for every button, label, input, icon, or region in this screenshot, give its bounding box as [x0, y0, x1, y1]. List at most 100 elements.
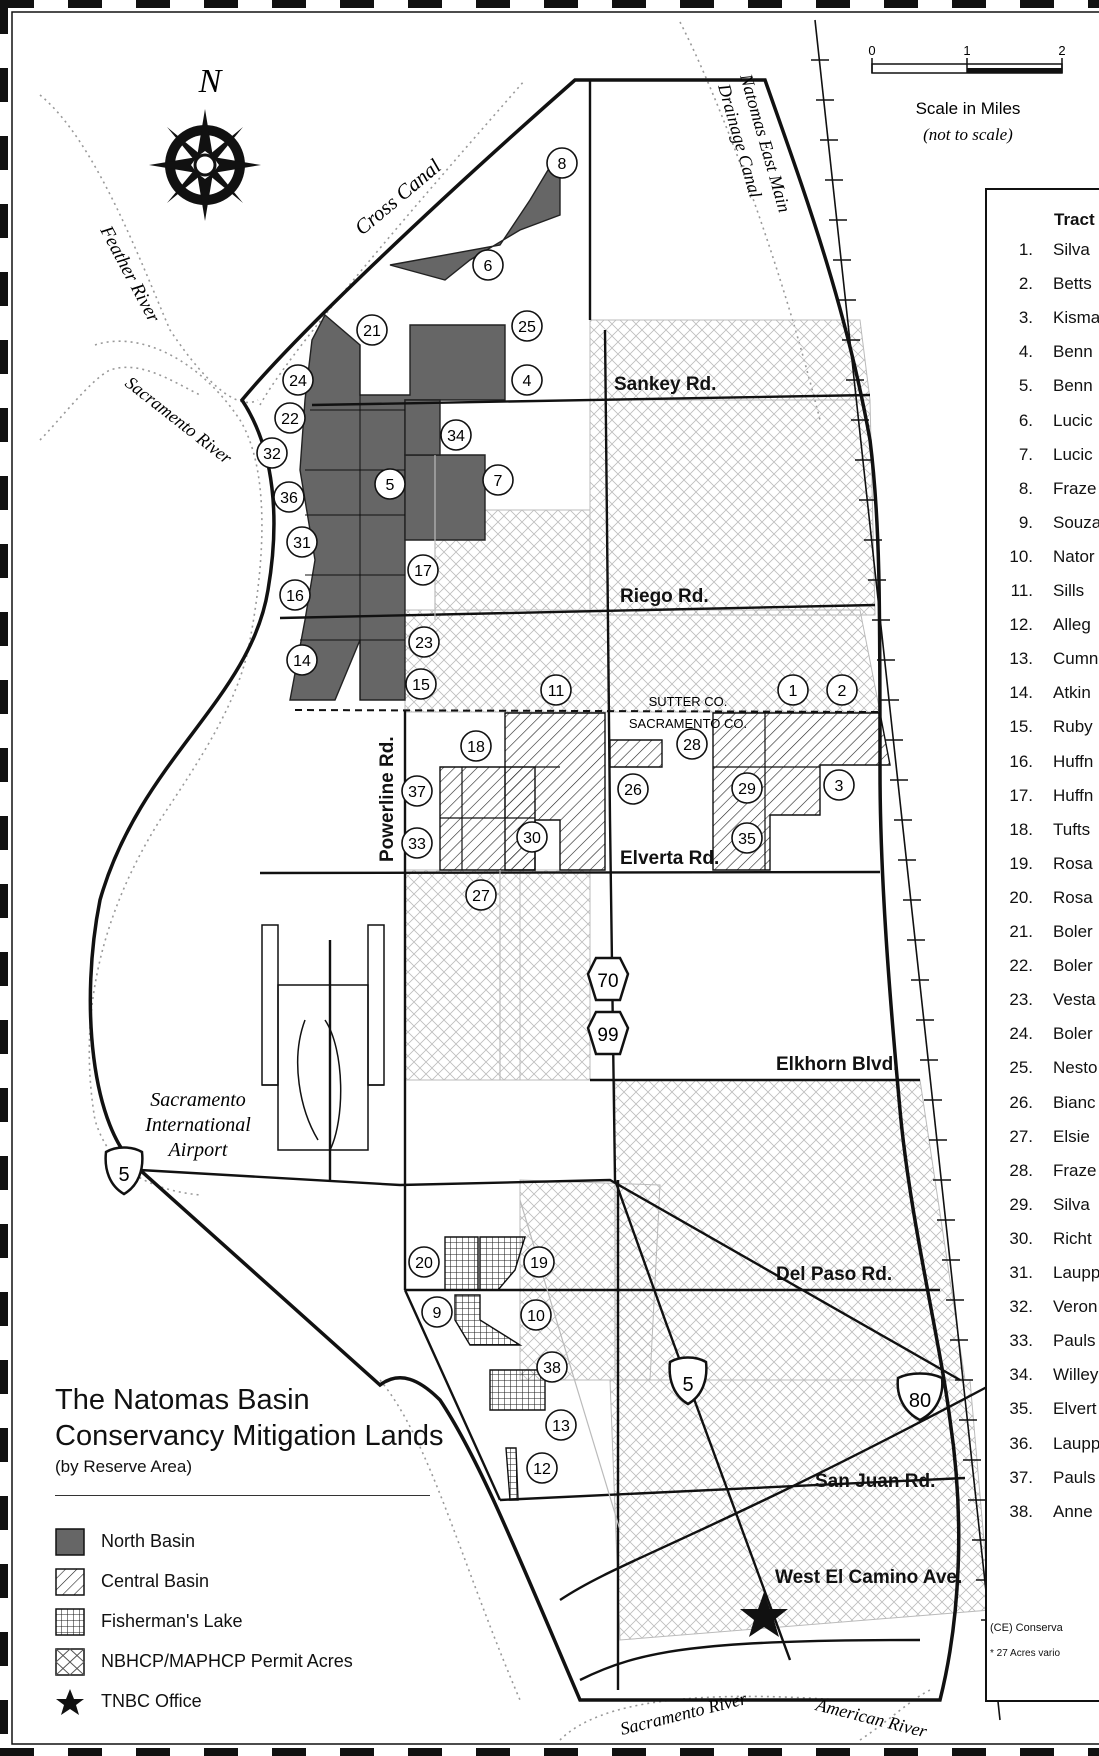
i5-west-number: 5 — [118, 1164, 129, 1186]
table-row: 27. Elsie — [987, 1127, 1099, 1161]
table-row: 38. Anne — [987, 1502, 1099, 1536]
table-row: 37.Pauls — [987, 1468, 1099, 1502]
tract-name: Nesto — [1053, 1058, 1098, 1078]
tract-marker-circle — [460, 730, 492, 762]
tract-name: Alleg — [1053, 615, 1091, 635]
tract-number: 35. — [1009, 1399, 1033, 1419]
tract-number: 28. — [1009, 1160, 1033, 1180]
tract-number: 4. — [1018, 342, 1033, 362]
tract-number: 31. — [1009, 1263, 1033, 1282]
tract-marker-label: 12 — [533, 1461, 551, 1478]
tract-name: Laupp — [1053, 1433, 1099, 1453]
tract-number: 38. — [1009, 1501, 1033, 1521]
tract-marker-circle — [826, 674, 858, 706]
tract-name: Rosa — [1053, 853, 1093, 873]
tract-name: Vesta — [1053, 990, 1096, 1010]
tract-name: Laupp — [1053, 1263, 1099, 1282]
table-row: 19. Rosa — [987, 854, 1099, 888]
tract-marker-circle — [282, 364, 314, 396]
table-row: 4.Benn — [987, 342, 1099, 376]
tract-marker-label: 26 — [624, 782, 642, 799]
tract-marker-label: 23 — [415, 635, 433, 652]
tract-number: 13. — [1009, 649, 1033, 669]
powerline-road-label: Powerline Rd. — [377, 736, 398, 862]
tract-number: 23. — [1009, 990, 1033, 1010]
tract-number: 19. — [1009, 853, 1033, 873]
tract-name: Boler — [1053, 922, 1093, 941]
tract-name: Fraze — [1053, 478, 1097, 498]
permit-acres-areas — [404, 319, 991, 1641]
tract-name: Elsie — [1053, 1126, 1090, 1146]
railroad — [811, 19, 1007, 1721]
table-row: 24.Boler — [987, 1024, 1099, 1058]
tract-name: Pauls — [1053, 1331, 1096, 1351]
tract-name: Bianc — [1053, 1092, 1096, 1112]
legend-divider — [55, 1495, 430, 1496]
north-basin-tracts — [289, 147, 561, 701]
table-row: 18.Tufts — [987, 820, 1099, 854]
san-juan-road-label: San Juan Rd. — [815, 1471, 935, 1492]
table-row: 3.Kisma — [987, 308, 1099, 342]
tract-name: Rosa — [1053, 887, 1093, 907]
tract-marker-label: 2 — [838, 683, 847, 700]
tract-marker-label: 34 — [447, 428, 465, 445]
table-row: 36. Laupp — [987, 1434, 1099, 1468]
tract-marker-label: 35 — [738, 831, 756, 848]
tract-name: Anne — [1053, 1501, 1093, 1521]
tract-name: Nator — [1053, 546, 1095, 566]
tract-number: 14. — [1009, 683, 1033, 703]
table-row: 12.Alleg — [987, 615, 1099, 649]
tract-number: 27. — [1009, 1126, 1033, 1146]
tract-marker-label: 22 — [281, 411, 299, 428]
table-row: 13.Cumn — [987, 649, 1099, 683]
tract-number: 6. — [1018, 410, 1033, 430]
table-footnote-2: * 27 Acres vario — [990, 1648, 1061, 1659]
tract-marker-label: 32 — [263, 446, 281, 463]
tract-marker-circle — [777, 674, 809, 706]
tract-marker-circle — [405, 668, 437, 700]
tract-marker-label: 27 — [472, 888, 490, 905]
tract-number: 17. — [1009, 785, 1033, 805]
tract-marker-circle — [520, 1299, 552, 1331]
table-row: 23. Vesta — [987, 990, 1099, 1024]
tract-number: 5. — [1018, 376, 1033, 396]
tract-number: 2. — [1018, 274, 1033, 294]
table-row: 29.Silva — [987, 1195, 1099, 1229]
tract-marker-label: 28 — [683, 737, 701, 754]
i5-south-shield-icon — [668, 1356, 708, 1406]
tract-marker-circle — [273, 481, 305, 513]
table-row: 6. Lucic — [987, 411, 1099, 445]
tract-number: 25. — [1009, 1058, 1033, 1078]
tract-number: 32. — [1009, 1297, 1033, 1317]
tract-marker-label: 1 — [789, 683, 798, 700]
permit-acres-swatch-icon — [55, 1648, 85, 1676]
i80-shield-icon — [896, 1372, 944, 1422]
elverta-road-label: Elverta Rd. — [620, 848, 719, 869]
tract-name: Huffn — [1053, 751, 1094, 771]
tract-number: 33. — [1009, 1331, 1033, 1351]
tract-name: Ruby — [1053, 717, 1093, 737]
fishermans-lake-swatch-icon — [55, 1608, 85, 1636]
tract-number: 8. — [1018, 478, 1033, 498]
tract-marker-circle — [408, 1246, 440, 1278]
legend-label: NBHCP/MAPHCP Permit Acres — [101, 1651, 353, 1671]
table-row: 17.Huffn — [987, 786, 1099, 820]
tract-marker-label: 5 — [386, 477, 395, 494]
tract-name: Lucic — [1053, 410, 1093, 430]
tract-name: Benn — [1053, 376, 1093, 396]
tract-marker-label: 10 — [527, 1308, 545, 1325]
table-row: 32. Veron — [987, 1297, 1099, 1331]
tract-marker-label: 9 — [433, 1305, 442, 1322]
tract-marker-label: 18 — [467, 739, 485, 756]
tract-name: Veron — [1053, 1297, 1098, 1317]
star-icon — [56, 1689, 84, 1715]
tract-number: 36. — [1009, 1433, 1033, 1453]
tract-marker-circle — [731, 772, 763, 804]
tract-marker-label: 30 — [523, 830, 541, 847]
table-row: 25. Nesto — [987, 1058, 1099, 1092]
tract-marker-circle — [516, 821, 548, 853]
tract-marker-circle — [523, 1246, 555, 1278]
legend-label: TNBC Office — [101, 1691, 202, 1711]
